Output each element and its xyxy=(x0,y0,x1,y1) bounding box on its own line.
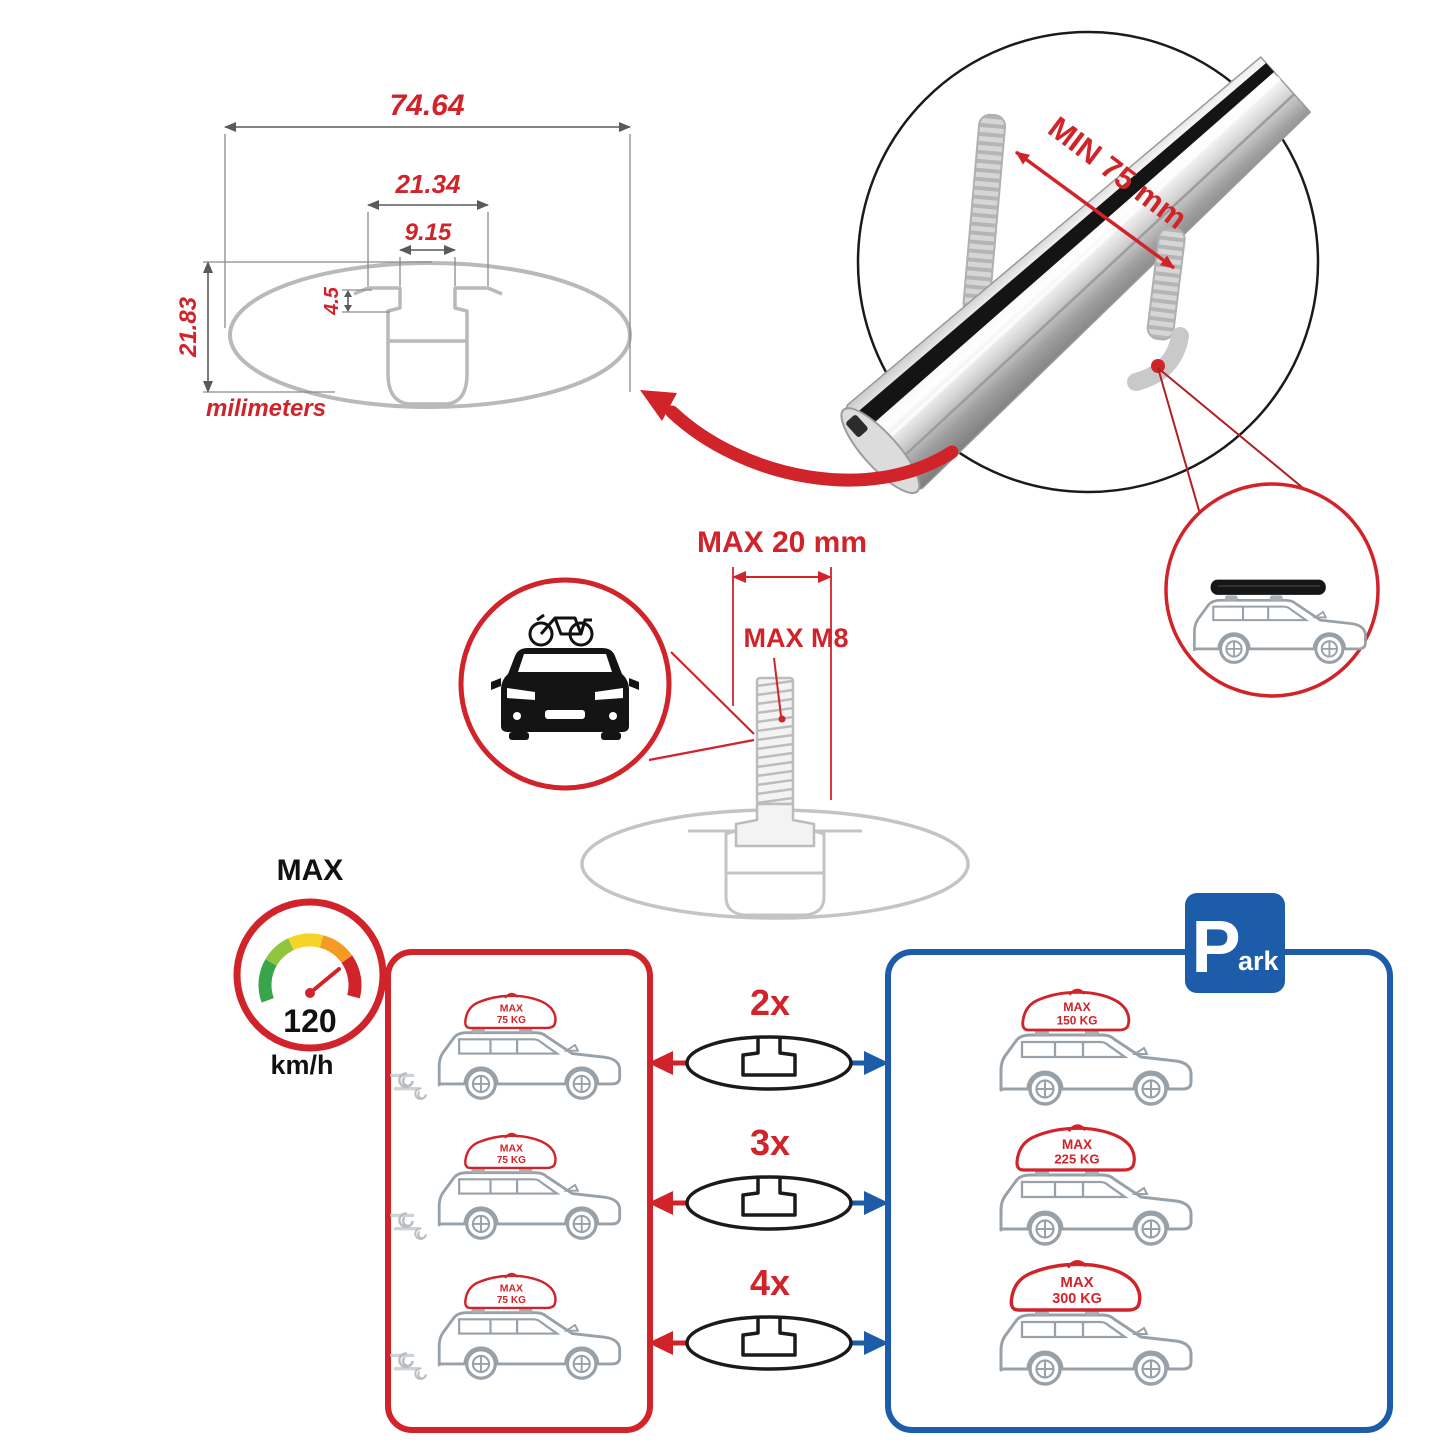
dim-total-width-value: 74.64 xyxy=(389,89,464,122)
crossbar-closeup-scene: MIN 75 mm xyxy=(640,30,1380,698)
dimension-slot-width: 9.15 xyxy=(399,219,456,286)
bar-count-label: 4x xyxy=(750,1262,790,1303)
speedometer-icon xyxy=(233,898,387,1052)
bolt-icon xyxy=(734,676,816,848)
bar-count-row-2: 3x xyxy=(648,1122,889,1231)
cargo-bag-icon: MAX 225 KG xyxy=(1015,1124,1136,1172)
cargo-bag-icon: MAX 300 KG xyxy=(1009,1259,1142,1312)
bag-tag: MAX xyxy=(1062,1137,1092,1152)
bag-weight: 75 KG xyxy=(497,1155,526,1166)
clamp-pivot-dot xyxy=(1151,359,1165,373)
parking-sign-letter: P xyxy=(1191,905,1240,988)
profile-ellipse xyxy=(228,261,632,409)
profile-channel xyxy=(353,286,503,343)
dim-total-height-value: 21.83 xyxy=(175,296,202,358)
bike-car-scene xyxy=(458,577,755,791)
roofbox-car-scene xyxy=(1164,482,1380,698)
left-arrowhead xyxy=(648,1051,673,1075)
car-front-bike-icon xyxy=(491,613,639,740)
bag-weight: 300 KG xyxy=(1052,1291,1102,1307)
bag-tag: MAX xyxy=(500,1284,523,1295)
roof-box xyxy=(1210,579,1326,595)
parking-sign-suffix: ark xyxy=(1238,946,1280,976)
profile-foot xyxy=(386,341,469,406)
bolt-width-dimension: MAX 20 mm xyxy=(697,526,867,800)
bag-weight: 75 KG xyxy=(497,1295,526,1306)
bag-tag: MAX xyxy=(500,1144,523,1155)
bike-car-leader-1 xyxy=(670,651,755,735)
bag-tag: MAX xyxy=(500,1004,523,1015)
bag-weight: 150 KG xyxy=(1057,1013,1098,1027)
bolt-thread-annotation: MAX M8 xyxy=(743,623,849,723)
dim-slot-width-value: 9.15 xyxy=(405,219,452,246)
dimension-total-height: 21.83 xyxy=(175,261,432,393)
gauge-value: 120 xyxy=(283,1003,336,1039)
callout-line-1 xyxy=(1157,367,1201,515)
gauge-title: MAX xyxy=(277,854,344,887)
dim-lip-height-value: 4.5 xyxy=(321,286,343,316)
cargo-bag-icon: MAX 75 KG xyxy=(464,992,557,1030)
bar-count-row-3: 4x xyxy=(648,1262,889,1371)
cargo-bag-icon: MAX 75 KG xyxy=(464,1272,557,1310)
bolt-width-label: MAX 20 mm xyxy=(697,526,867,559)
parking-sign: P ark xyxy=(1185,893,1285,993)
bag-tag: MAX xyxy=(1060,1274,1093,1291)
dimension-total-width: 74.64 xyxy=(224,89,631,392)
profile-dimension-drawing: 74.64 21.34 9.15 4.5 21.83 mi xyxy=(175,89,632,422)
bolt-thread-label: MAX M8 xyxy=(743,623,848,653)
speed-limit-gauge: MAX 120 km/h xyxy=(233,854,387,1080)
bike-car-leader-2 xyxy=(648,738,755,762)
bag-tag: MAX xyxy=(1063,1000,1091,1014)
bar-count-label: 3x xyxy=(750,1122,790,1163)
pointer-arrow-to-profile xyxy=(640,390,959,487)
right-arrowhead xyxy=(864,1191,889,1215)
crossbar-profile-icon xyxy=(685,1315,853,1371)
crossbar-profile-icon xyxy=(685,1175,853,1231)
units-label: milimeters xyxy=(206,395,326,422)
bar-count-label: 2x xyxy=(750,982,790,1023)
driving-car-row-3: MAX 75 KG xyxy=(390,1272,622,1380)
crossbar-profile-icon xyxy=(685,1035,853,1091)
dim-channel-width-value: 21.34 xyxy=(394,169,461,199)
parked-car-row-2: MAX 225 KG xyxy=(999,1124,1193,1246)
clamp-hook xyxy=(1127,327,1189,391)
parked-car-row-3: MAX 300 KG xyxy=(999,1259,1193,1386)
dimension-channel-width: 21.34 xyxy=(367,169,489,286)
right-arrowhead xyxy=(864,1051,889,1075)
cargo-bag-icon: MAX 75 KG xyxy=(464,1132,557,1170)
cargo-bag-icon: MAX 150 KG xyxy=(1021,988,1131,1032)
bag-weight: 225 KG xyxy=(1054,1152,1099,1167)
right-arrowhead xyxy=(864,1331,889,1355)
suv-roofbox-icon xyxy=(1192,579,1367,664)
driving-car-row-2: MAX 75 KG xyxy=(390,1132,622,1240)
gauge-units: km/h xyxy=(270,1050,333,1080)
left-arrowhead xyxy=(648,1331,673,1355)
bag-weight: 75 KG xyxy=(497,1015,526,1026)
driving-car-row-1: MAX 75 KG xyxy=(390,992,622,1100)
parked-car-row-1: MAX 150 KG xyxy=(999,988,1193,1106)
bolt-scene: MAX 20 mm MAX M8 xyxy=(458,526,970,920)
dimension-lip-height: 4.5 xyxy=(321,286,390,316)
bar-count-row-1: 2x xyxy=(648,982,889,1091)
left-arrowhead xyxy=(648,1191,673,1215)
